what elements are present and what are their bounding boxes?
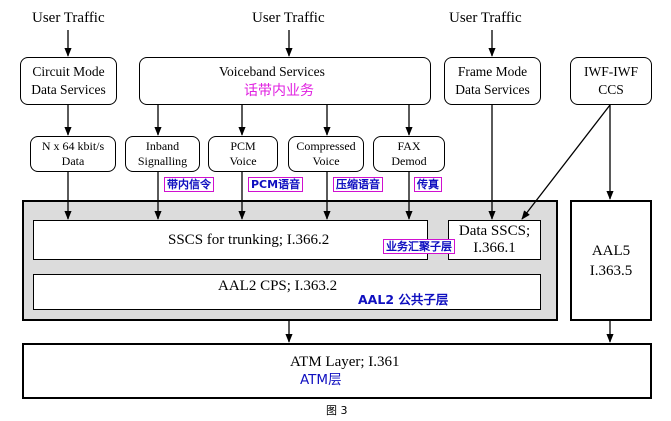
voiceband-services-cn-label: 话带内业务	[244, 83, 314, 99]
atm-layer-label: ATM Layer; I.361	[290, 354, 400, 370]
pcm-voice-box: PCM Voice	[208, 136, 278, 172]
frame-mode-box: Frame Mode Data Services	[444, 57, 541, 105]
nx64-line1: N x 64 kbit/s	[41, 139, 105, 153]
nx64-data-box: N x 64 kbit/s Data	[30, 136, 116, 172]
nx64-line2: Data	[61, 154, 85, 168]
frame-mode-line2: Data Services	[455, 82, 530, 97]
aal2-cps-box	[33, 274, 541, 310]
fax-demod-box: FAX Demod	[373, 136, 445, 172]
iwf-line2: CCS	[598, 82, 624, 97]
user-traffic-left: User Traffic	[32, 10, 105, 26]
compressed-line2: Voice	[312, 154, 340, 168]
compressed-voice-box: Compressed Voice	[288, 136, 364, 172]
aal5-line2: I.363.5	[589, 262, 633, 279]
compressed-line1: Compressed	[296, 139, 356, 153]
circuit-mode-box: Circuit Mode Data Services	[20, 57, 117, 105]
fax-line2: Demod	[391, 154, 427, 168]
data-sscs-line1: Data SSCS;	[458, 223, 531, 239]
tag-compressed-voice: 压缩语音	[333, 177, 383, 192]
iwf-ccs-box: IWF-IWF CCS	[570, 57, 652, 105]
tag-pcm-voice: PCM语音	[248, 177, 304, 192]
inband-line2: Signalling	[137, 154, 188, 168]
aal2-cps-cn-label: AAL2 公共子层	[358, 292, 449, 307]
data-sscs-line2: I.366.1	[473, 240, 516, 256]
figure-caption: 图 3	[326, 404, 348, 417]
user-traffic-right: User Traffic	[449, 10, 522, 26]
fax-line1: FAX	[397, 139, 421, 153]
circuit-mode-line1: Circuit Mode	[32, 64, 105, 79]
aal2-cps-label: AAL2 CPS; I.363.2	[218, 278, 338, 294]
data-sscs-box: Data SSCS; I.366.1	[448, 220, 541, 260]
user-traffic-middle: User Traffic	[252, 10, 325, 26]
sscs-trunking-label: SSCS for trunking; I.366.2	[168, 232, 330, 248]
sscs-trunking-box	[33, 220, 428, 260]
pcm-line1: PCM	[230, 139, 256, 153]
tag-fax: 传真	[414, 177, 442, 192]
voiceband-services-label: Voiceband Services	[219, 64, 325, 79]
inband-signalling-box: Inband Signalling	[125, 136, 200, 172]
tag-sscs: 业务汇聚子层	[383, 239, 455, 254]
iwf-line1: IWF-IWF	[584, 64, 638, 79]
arrow-iwf-datasscs	[521, 104, 611, 220]
pcm-line2: Voice	[229, 154, 257, 168]
atm-layer-cn-label: ATM层	[300, 372, 342, 388]
atm-layer-box	[22, 343, 652, 399]
aal5-line1: AAL5	[591, 242, 631, 259]
tag-inband-signalling: 带内信令	[164, 177, 214, 192]
inband-line1: Inband	[145, 139, 180, 153]
circuit-mode-line2: Data Services	[31, 82, 106, 97]
aal5-box: AAL5 I.363.5	[570, 200, 652, 321]
voiceband-services-box	[139, 57, 431, 105]
frame-mode-line1: Frame Mode	[457, 64, 528, 79]
